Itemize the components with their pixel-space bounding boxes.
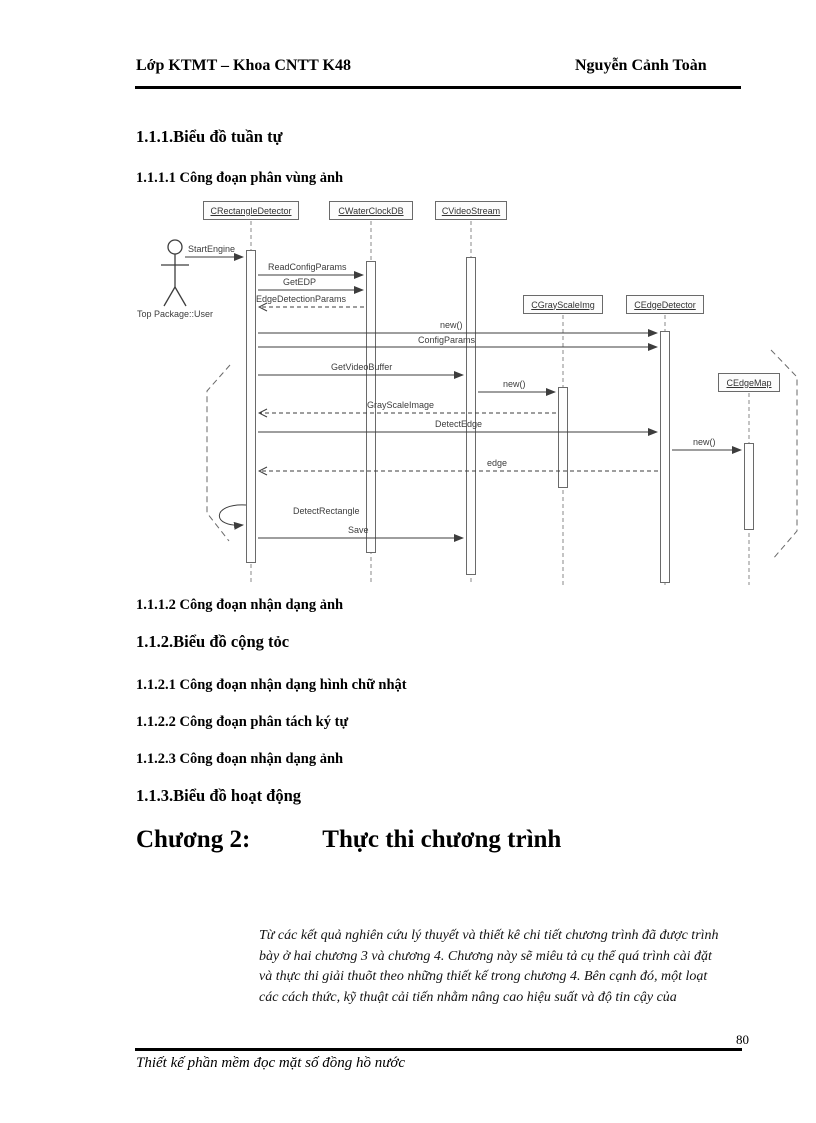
message-new-edgedetector: new() bbox=[440, 320, 463, 330]
object-cgrayscaleimg: CGrayScaleImg bbox=[523, 295, 603, 314]
chapter-heading: Chương 2: Thực thi chương trình bbox=[136, 826, 561, 854]
header-rule bbox=[135, 86, 741, 89]
object-cedgemap: CEdgeMap bbox=[718, 373, 780, 392]
object-cvideostream: CVideoStream bbox=[435, 201, 507, 220]
actor-label: Top Package::User bbox=[137, 309, 214, 319]
header-author-label: Nguyễn Cảnh Toàn bbox=[575, 57, 707, 74]
message-readconfigparams: ReadConfigParams bbox=[268, 262, 347, 272]
activation-bar-cgrayscaleimg bbox=[558, 387, 568, 488]
message-getedp: GetEDP bbox=[283, 277, 317, 287]
message-detectrectangle: DetectRectangle bbox=[293, 506, 360, 516]
chapter-number: Chương 2: bbox=[136, 826, 251, 853]
heading-1-1-2: 1.1.2.Biểu đồ cộng tỏc bbox=[136, 632, 290, 651]
footer-rule bbox=[135, 1048, 742, 1051]
message-new-grayscaleimg: new() bbox=[503, 379, 526, 389]
object-cedgedetector: CEdgeDetector bbox=[626, 295, 704, 314]
activation-bar-cedgemap bbox=[744, 443, 754, 530]
message-edgedetectionparams: EdgeDetectionParams bbox=[256, 294, 347, 304]
message-getvideobuffer: GetVideoBuffer bbox=[331, 362, 393, 372]
heading-1-1-2-2: 1.1.2.2 Công đoạn phân tách ký tự bbox=[136, 714, 349, 730]
heading-1-1-1-2: 1.1.1.2 Công đoạn nhận dạng ảnh bbox=[136, 597, 344, 613]
actor-icon bbox=[161, 239, 189, 307]
header-course-label: Lớp KTMT – Khoa CNTT K48 bbox=[136, 57, 351, 74]
heading-1-1-2-1: 1.1.2.1 Công đoạn nhận dạng hình chữ nhậ… bbox=[136, 677, 407, 693]
message-detectedge: DetectEdge bbox=[435, 419, 483, 429]
message-startengine: StartEngine bbox=[188, 244, 236, 254]
message-new-edgemap: new() bbox=[693, 437, 716, 447]
message-save: Save bbox=[348, 525, 369, 535]
message-grayscaleimage: GrayScaleImage bbox=[367, 400, 435, 410]
message-configparams: ConfigParams bbox=[418, 335, 476, 345]
sequence-diagram: CRectangleDetector CWaterClockDB CVideoS… bbox=[135, 195, 807, 593]
footer-title: Thiết kế phần mềm đọc mặt số đồng hồ nướ… bbox=[136, 1055, 406, 1071]
message-edge: edge bbox=[487, 458, 508, 468]
heading-1-1-2-3: 1.1.2.3 Công đoạn nhận dạng ảnh bbox=[136, 751, 344, 767]
chapter-title: Thực thi chương trình bbox=[322, 826, 562, 853]
heading-1-1-3: 1.1.3.Biểu đồ hoạt động bbox=[136, 786, 302, 805]
page-number: 80 bbox=[736, 1032, 749, 1047]
activation-bar-cvideostream bbox=[466, 257, 476, 575]
activation-bar-cedgedetector bbox=[660, 331, 670, 583]
object-crectangledetector: CRectangleDetector bbox=[203, 201, 299, 220]
body-paragraph: Từ các kết quả nghiên cứu lý thuyết và t… bbox=[259, 928, 719, 1006]
activation-bar-crectangledetector bbox=[246, 250, 256, 563]
activation-bar-cwaterclockdb bbox=[366, 261, 376, 553]
object-cwaterclockdb: CWaterClockDB bbox=[329, 201, 413, 220]
heading-1-1-1-1: 1.1.1.1 Công đoạn phân vùng ảnh bbox=[136, 170, 344, 186]
heading-1-1-1: 1.1.1.Biểu đồ tuần tự bbox=[136, 127, 283, 146]
